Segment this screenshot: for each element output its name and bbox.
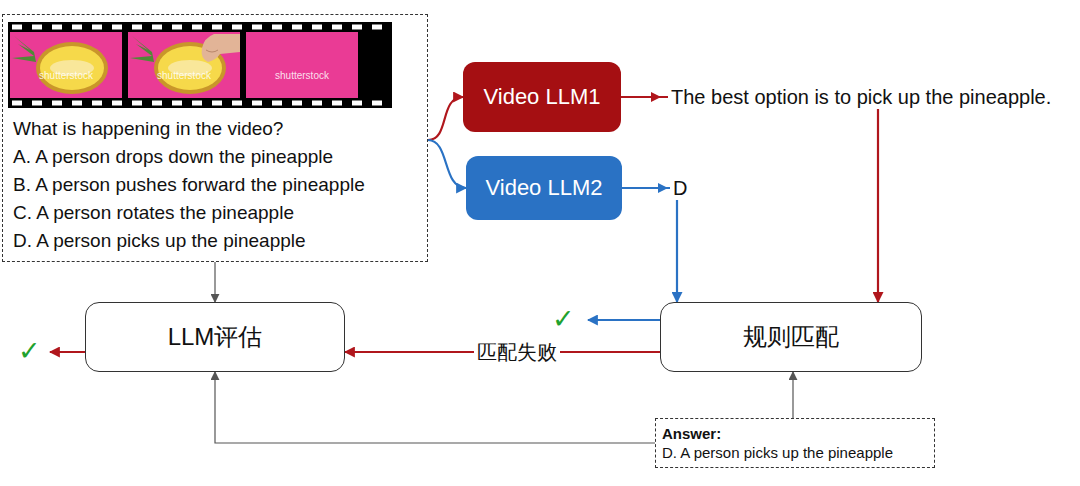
pineapple-crown xyxy=(130,36,154,62)
pineapple-flesh xyxy=(40,46,104,90)
check-mark: ✓ xyxy=(18,335,41,367)
sprocket-hole xyxy=(192,101,202,106)
box-label: 规则匹配 xyxy=(743,321,839,353)
pineapple-crown xyxy=(12,36,36,62)
sprocket-hole xyxy=(212,101,222,106)
sprocket-hole xyxy=(132,101,142,106)
connector-arrow xyxy=(621,97,878,302)
answer-text: D. A person picks up the pineapple xyxy=(662,443,893,462)
sprocket-hole xyxy=(232,101,242,106)
edge-label: 匹配失败 xyxy=(474,340,560,364)
film-base xyxy=(8,22,392,108)
sprocket-hole xyxy=(292,101,302,106)
hand xyxy=(202,34,240,62)
sprocket-hole xyxy=(112,101,122,106)
connector-arrow xyxy=(214,262,215,302)
pineapple-skin xyxy=(36,42,108,94)
option-text: D. A person picks up the pineapple xyxy=(13,227,365,255)
sprocket-hole xyxy=(292,25,302,30)
sprocket-hole xyxy=(32,25,42,30)
pineapple xyxy=(12,36,108,94)
question-text: What is happening in the video? xyxy=(13,115,365,143)
answer-box: Answer:D. A person picks up the pineappl… xyxy=(655,418,935,468)
connector-arrow xyxy=(792,372,793,418)
result-arrow xyxy=(588,319,660,321)
model-box: Video LLM2 xyxy=(466,156,622,220)
video-frame xyxy=(246,32,358,98)
edge-label: The best option is to pick up the pineap… xyxy=(668,85,1054,109)
sprocket-hole xyxy=(152,101,162,106)
answer-heading: Answer: xyxy=(662,424,893,443)
sprocket-hole xyxy=(212,25,222,30)
sprocket-hole xyxy=(272,25,282,30)
sprocket-hole xyxy=(92,101,102,106)
sprocket-hole xyxy=(332,25,342,30)
connector-arrow xyxy=(215,372,655,443)
sprocket-hole xyxy=(232,25,242,30)
sprocket-hole xyxy=(372,25,382,30)
connector-arrow xyxy=(428,140,466,188)
video-frame xyxy=(128,32,240,98)
sprocket-hole xyxy=(112,25,122,30)
watermark: shutterstock xyxy=(39,70,93,81)
sprocket-hole xyxy=(312,25,322,30)
sprocket-hole xyxy=(172,101,182,106)
watermark: shutterstock xyxy=(275,70,329,81)
option-text: C. A person rotates the pineapple xyxy=(13,199,365,227)
sprocket-hole xyxy=(152,25,162,30)
question-panel: What is happening in the video?A. A pers… xyxy=(2,14,428,262)
sprocket-hole xyxy=(332,101,342,106)
option-text: A. A person drops down the pineapple xyxy=(13,143,365,171)
sprocket-hole xyxy=(72,101,82,106)
sprocket-hole xyxy=(32,101,42,106)
process-box: 规则匹配 xyxy=(660,302,922,372)
sprocket-hole xyxy=(72,25,82,30)
sprocket-hole xyxy=(12,25,22,30)
sprocket-hole xyxy=(252,101,262,106)
box-label: Video LLM2 xyxy=(485,175,602,201)
sprocket-hole xyxy=(52,101,62,106)
sprocket-hole xyxy=(272,101,282,106)
sprocket-hole xyxy=(252,25,262,30)
model-box: Video LLM1 xyxy=(463,62,621,132)
box-label: Video LLM1 xyxy=(483,84,600,110)
process-box: LLM评估 xyxy=(85,302,345,372)
film-strip xyxy=(8,22,392,108)
result-arrow xyxy=(50,351,85,353)
sprocket-hole xyxy=(132,25,142,30)
sprocket-hole xyxy=(92,25,102,30)
video-frame xyxy=(10,32,122,98)
sprocket-hole xyxy=(312,101,322,106)
sprocket-hole xyxy=(192,25,202,30)
sprocket-hole xyxy=(372,101,382,106)
watermark: shutterstock xyxy=(157,70,211,81)
sprocket-hole xyxy=(52,25,62,30)
box-label: LLM评估 xyxy=(168,321,263,353)
option-text: B. A person pushes forward the pineapple xyxy=(13,171,365,199)
connector-arrow xyxy=(622,188,677,302)
edge-label: D xyxy=(670,176,690,200)
connector-arrow xyxy=(428,97,463,140)
sprocket-hole xyxy=(352,25,362,30)
sprocket-hole xyxy=(172,25,182,30)
sprocket-hole xyxy=(12,101,22,106)
sprocket-hole xyxy=(352,101,362,106)
pineapple xyxy=(130,34,240,94)
check-mark: ✓ xyxy=(552,303,575,335)
hand-line xyxy=(206,50,218,52)
